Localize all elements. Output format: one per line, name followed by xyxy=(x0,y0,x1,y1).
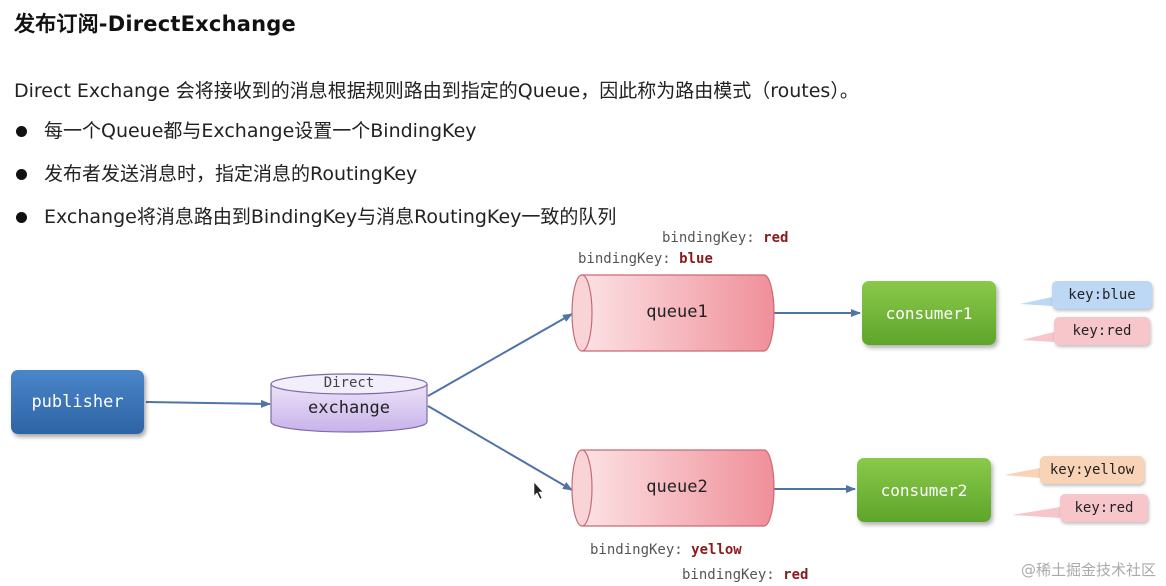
publisher-label: publisher xyxy=(31,392,124,412)
mouse-cursor-icon xyxy=(533,481,544,500)
queue1-node xyxy=(571,274,775,352)
binding-key-label: bindingKey: red xyxy=(682,567,809,583)
bubble-tail-red1 xyxy=(1022,332,1054,342)
key-bubble-yellow: key:yellow xyxy=(1040,456,1144,484)
list-item: 发布者发送消息时，指定消息的RoutingKey xyxy=(14,159,616,202)
bullet-icon xyxy=(16,169,27,180)
bubble-tail-yellow xyxy=(1004,468,1040,478)
exchange-label: exchange xyxy=(308,398,390,418)
queue2-label: queue2 xyxy=(646,477,708,497)
arrow-publisher-exchange xyxy=(145,399,271,408)
bubble-tail-red2 xyxy=(1012,507,1060,518)
binding-key-label: bindingKey: blue xyxy=(578,251,713,267)
bubble-tail-blue xyxy=(1020,297,1052,306)
bullet-text: 发布者发送消息时，指定消息的RoutingKey xyxy=(44,163,418,185)
binding-key-label: bindingKey: red xyxy=(662,230,789,246)
arrow-exchange-queue2 xyxy=(427,405,573,491)
key-bubble-blue: key:blue xyxy=(1052,281,1152,309)
bullet-icon xyxy=(16,212,27,223)
watermark: @稀土掘金技术社区 xyxy=(1020,561,1156,579)
bullet-list: 每一个Queue都与Exchange设置一个BindingKey 发布者发送消息… xyxy=(14,116,616,245)
intro-text: Direct Exchange 会将接收到的消息根据规则路由到指定的Queue，… xyxy=(14,80,859,102)
exchange-node xyxy=(270,373,428,433)
consumer2-node: consumer2 xyxy=(857,458,991,522)
consumer1-label: consumer1 xyxy=(885,303,973,323)
queue2-node xyxy=(571,449,775,527)
bullet-text: Exchange将消息路由到BindingKey与消息RoutingKey一致的… xyxy=(44,206,617,228)
list-item: 每一个Queue都与Exchange设置一个BindingKey xyxy=(14,116,616,159)
arrow-exchange-queue1 xyxy=(427,313,573,397)
publisher-node: publisher xyxy=(11,370,144,434)
consumer1-node: consumer1 xyxy=(862,281,996,345)
queue1-label: queue1 xyxy=(646,302,708,322)
binding-key-label: bindingKey: yellow xyxy=(590,542,742,558)
bullet-icon xyxy=(16,126,27,137)
consumer2-label: consumer2 xyxy=(880,480,968,500)
list-item: Exchange将消息路由到BindingKey与消息RoutingKey一致的… xyxy=(14,202,616,245)
exchange-type-label: Direct xyxy=(323,375,375,391)
key-bubble-red: key:red xyxy=(1060,494,1148,522)
bullet-text: 每一个Queue都与Exchange设置一个BindingKey xyxy=(44,120,477,142)
page-title: 发布订阅-DirectExchange xyxy=(14,12,296,36)
key-bubble-red: key:red xyxy=(1054,317,1150,345)
